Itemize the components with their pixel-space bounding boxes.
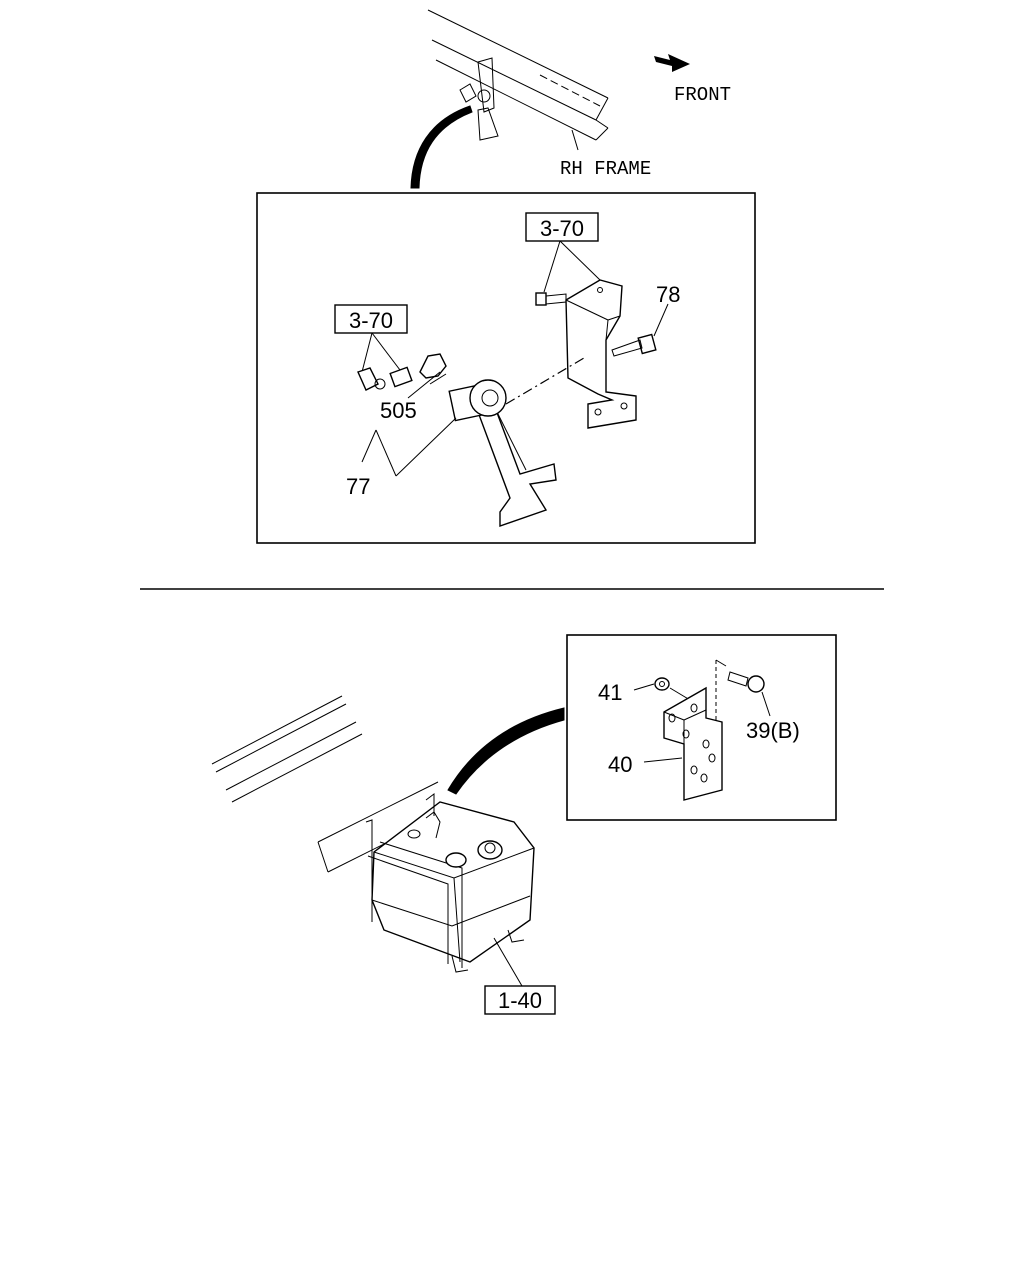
tank-ref-box [484,985,556,1015]
elbow-505-label: 505 [380,398,417,423]
bracket-40-label: 40 [608,752,632,777]
horn-overview-small [459,57,499,141]
horn-detail-box [256,192,756,544]
air-fitting-parts [357,353,447,391]
bolt-78 [611,333,657,357]
bolt-78-label: 78 [656,282,680,307]
bracket-bolt [535,292,567,306]
rh-frame-rail [427,9,609,141]
tank-ref-label: 1-40 [498,988,542,1013]
front-arrow-icon [654,54,690,72]
front-label: FRONT [674,84,731,106]
horn-77-label: 77 [346,474,370,499]
bolt-39b [727,671,765,693]
bolt-39b-label: 39(B) [746,718,800,743]
horn-bracket [565,279,637,429]
ref-box-left [334,304,408,334]
air-horn [448,379,557,527]
detail-arrow-bottom [447,707,565,795]
fuel-tank [365,793,535,973]
bracket-40 [663,686,723,801]
ref-label-left: 3-70 [349,308,393,333]
horn-77-leader [361,417,457,477]
rh-frame-label: RH FRAME [560,158,651,180]
ref-label-upper: 3-70 [540,216,584,241]
nut-41 [654,677,670,691]
nut-41-label: 41 [598,680,622,705]
ref-box-upper [525,212,599,242]
detail-arrow-top [410,105,473,189]
bracket-detail-box [566,634,837,821]
